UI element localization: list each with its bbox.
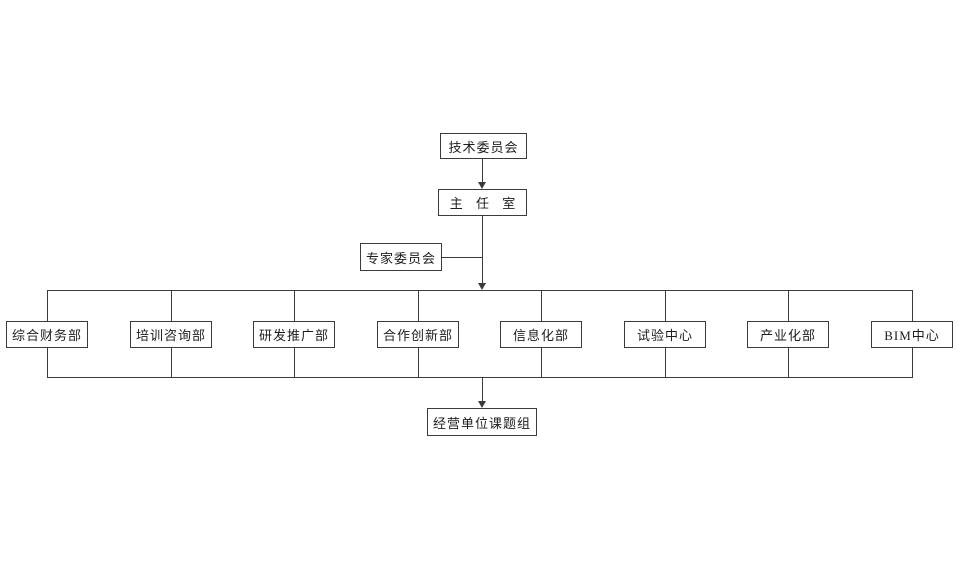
- node-director-office: 主 任 室: [438, 189, 527, 216]
- node-label-dept-informatization: 信息化部: [512, 328, 569, 343]
- node-dept-rnd-promotion: 研发推广部: [253, 321, 335, 348]
- node-label-dept-testing-center: 试验中心: [636, 328, 693, 343]
- node-label-dept-bim-center: BIM中心: [884, 328, 940, 343]
- node-label-dept-training: 培训咨询部: [135, 328, 206, 343]
- node-dept-bim-center: BIM中心: [871, 321, 953, 348]
- node-dept-cooperation-innovation: 合作创新部: [377, 321, 459, 348]
- rail-bottom-line: [47, 377, 913, 378]
- connector-expert-committee: [442, 257, 482, 258]
- node-label-business-unit-task-group: 经营单位课题组: [432, 415, 531, 431]
- node-expert-committee: 专家委员会: [360, 243, 442, 271]
- connector-rail-to-taskgroup: [482, 378, 483, 401]
- rail-top-line: [47, 290, 913, 291]
- node-technical-committee: 技术委员会: [440, 133, 527, 159]
- node-dept-informatization: 信息化部: [500, 321, 582, 348]
- node-label-dept-cooperation-innovation: 合作创新部: [382, 328, 453, 343]
- node-dept-training: 培训咨询部: [130, 321, 212, 348]
- node-label-dept-industrialization: 产业化部: [759, 328, 816, 343]
- arrowhead-taskgroup: [478, 401, 486, 408]
- node-label-dept-rnd-promotion: 研发推广部: [258, 328, 329, 343]
- node-dept-industrialization: 产业化部: [747, 321, 829, 348]
- arrowhead-director: [478, 182, 486, 189]
- connector-tech-to-director: [482, 159, 483, 183]
- node-dept-testing-center: 试验中心: [624, 321, 706, 348]
- node-label-director-office: 主 任 室: [449, 196, 521, 211]
- node-business-unit-task-group: 经营单位课题组: [427, 408, 537, 436]
- node-label-expert-committee: 专家委员会: [365, 250, 436, 266]
- node-label-dept-finance: 综合财务部: [11, 328, 82, 343]
- connector-director-to-rail: [482, 216, 483, 283]
- arrowhead-rail: [478, 283, 486, 290]
- node-label-technical-committee: 技术委员会: [448, 139, 519, 155]
- node-dept-finance: 综合财务部: [6, 321, 88, 348]
